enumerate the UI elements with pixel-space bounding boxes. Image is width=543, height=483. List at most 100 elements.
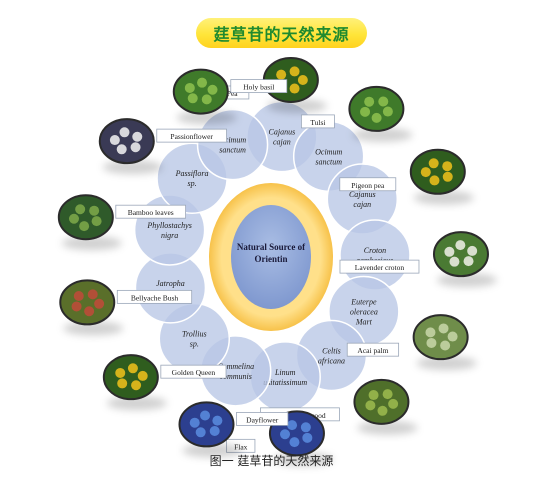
photo-detail [117,378,128,389]
photo-detail [300,422,311,433]
photo-detail [197,77,208,88]
source-label: Bamboo leaves [128,208,174,217]
source-photo [59,279,124,336]
petal-label-line: sp. [187,179,196,188]
source-label-box: Golden Queen [160,364,227,379]
photo-shadow [63,321,124,336]
photo-detail [87,289,98,300]
yellow-flower-photo [409,148,466,195]
petal-label-line: Jatropha [156,279,185,288]
petal [196,108,269,181]
photo-detail [364,96,375,107]
source-photo [348,85,413,142]
photo-detail [137,370,148,381]
photo-shadow [352,127,413,142]
photo-detail [447,331,458,342]
photo-detail [297,74,308,85]
photo-detail [109,135,120,146]
photo-detail [89,205,100,216]
label-frame [156,128,227,143]
photo-detail [444,246,455,257]
photo-detail [68,213,79,224]
center-core [231,205,311,309]
petal-label-line: Trollius [182,330,207,339]
passionflower-photo [98,118,155,165]
photo-shadow [272,452,333,467]
photo-detail [184,82,195,93]
page-title: 莛草苷的天然来源 [213,25,350,44]
photo-detail [116,144,127,155]
photo-detail [438,323,449,334]
petal-label-line: sanctum [315,157,342,166]
source-photo [409,148,474,205]
source-label: Bellyache Bush [131,293,179,302]
red-leaves-photo [59,279,116,326]
photo-shadow [357,420,418,435]
photo-detail [280,429,291,440]
photo-detail [382,389,393,400]
photo-detail [201,94,212,105]
photo-detail [207,84,218,95]
source-label: Dayflower [246,415,279,424]
photo-detail [189,417,200,428]
label-frame [160,364,227,379]
photo-shadow [436,273,497,288]
photo-shadow [176,110,237,125]
center-label-line: Natural Source of [237,242,306,252]
petal-label-line: oleracea [350,307,378,316]
green-leaves-photo [348,85,405,132]
white-flower-photo [432,231,489,278]
photo-detail [119,127,130,138]
source-label-box: Dayflower [236,412,289,426]
bamboo-photo [57,194,114,241]
photo-detail [455,240,466,251]
label-frame [115,204,187,219]
source-label: Acai palm [357,346,388,355]
photo-shadow [266,98,327,113]
photo-detail [463,256,474,267]
photo-detail [212,415,223,426]
photo-shadow [61,236,122,251]
source-photo [98,118,163,175]
label-frame [339,259,420,274]
yellow-flower-photo [102,354,159,401]
photo-detail [187,93,198,104]
label-frame [346,342,400,357]
photo-detail [442,161,453,172]
petal-label-line: Mart [355,317,373,326]
source-label: Holy basil [243,83,274,92]
photo-detail [200,410,211,421]
label-frame [339,177,397,192]
photo-detail [428,158,439,169]
petal-label-line: Croton [364,246,386,255]
petal-label-line: Ocimum [219,136,246,145]
photo-detail [287,420,298,431]
petal-label-line: Passiflora [175,169,209,178]
photo-detail [425,327,436,338]
source-label-box: Holy basil [230,79,288,94]
figure-caption: 图一 莛草苷的天然来源 [209,454,334,468]
photo-detail [429,175,440,186]
photo-detail [360,106,371,117]
photo-detail [377,405,388,416]
photo-detail [94,298,105,309]
source-label: Flax [234,442,248,451]
photo-detail [91,216,102,227]
petal-label-line: sanctum [219,146,246,155]
petal-label-line: Cajanus [349,190,376,199]
petal-label-line: cajan [273,138,291,147]
petal-label-line: Celtis [322,346,341,355]
photo-detail [84,306,95,317]
photo-detail [289,437,300,448]
source-photo [172,68,237,125]
